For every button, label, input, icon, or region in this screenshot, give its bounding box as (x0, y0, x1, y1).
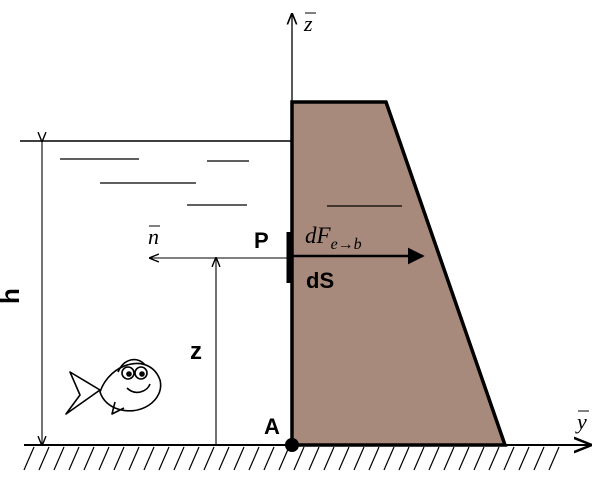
point-p-label: P (254, 228, 269, 253)
z-axis-label: z (303, 11, 313, 36)
ground-hatching (23, 446, 560, 471)
surface-label: dS (306, 268, 334, 293)
height-label: h (0, 288, 25, 304)
y-axis-label: y (575, 409, 587, 434)
force-label-subscript: e→b (331, 236, 362, 253)
water-ripples (60, 158, 249, 206)
point-a-dot (285, 438, 299, 452)
point-a-label: A (264, 414, 280, 439)
normal-label: n (148, 224, 159, 249)
force-label: dFe→b (305, 223, 362, 253)
force-label-main: dF (305, 223, 332, 248)
fish-icon (65, 358, 162, 415)
depth-label: z (190, 338, 202, 365)
